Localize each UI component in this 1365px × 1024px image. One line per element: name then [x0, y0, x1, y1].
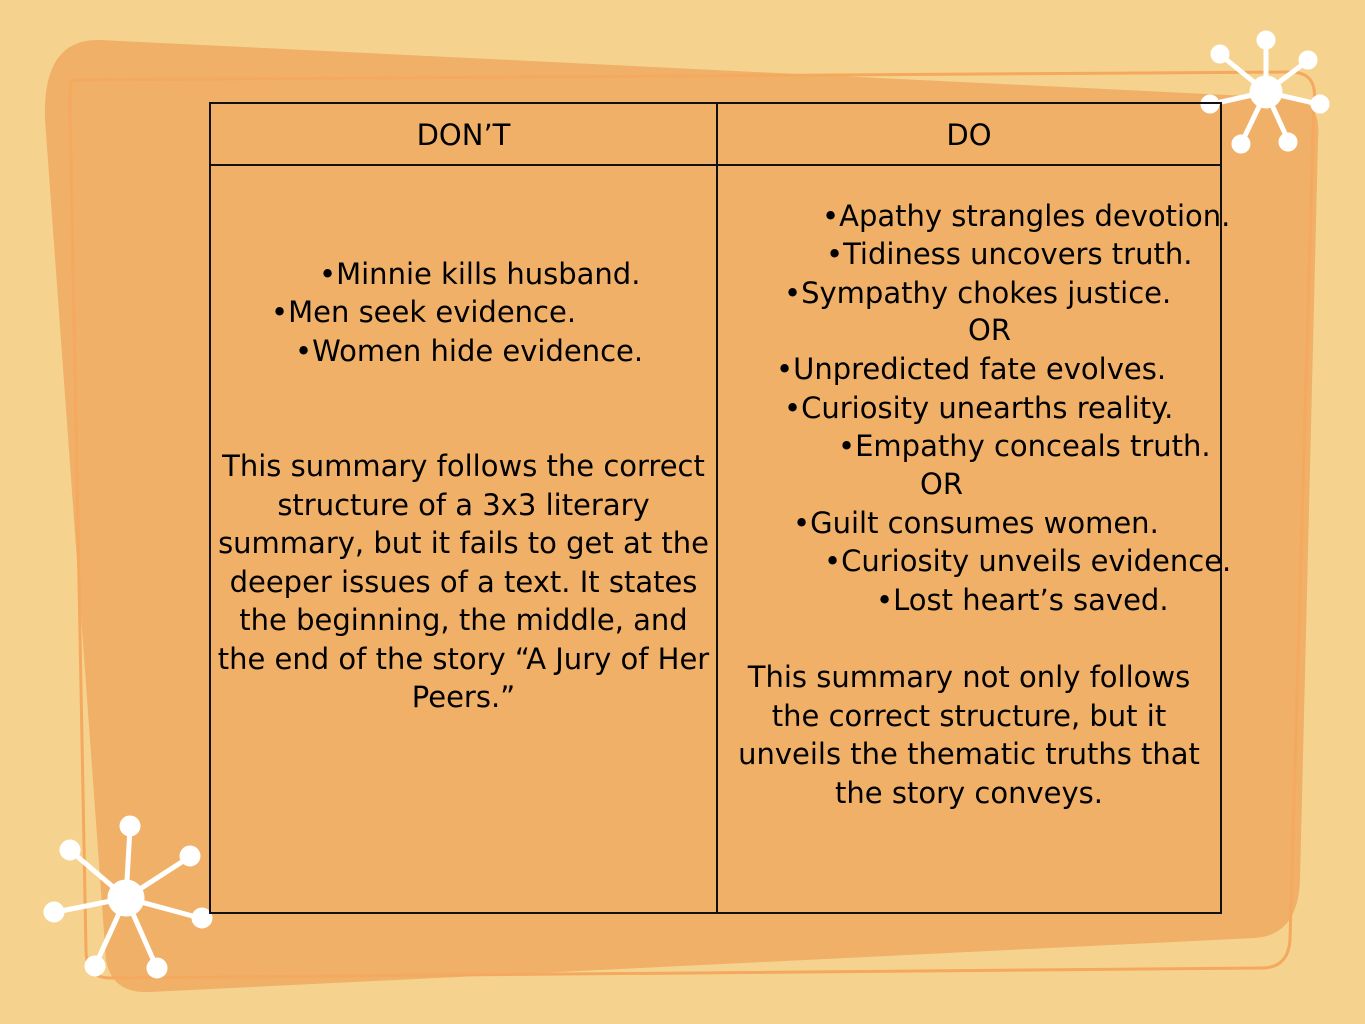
dont-explanation: This summary follows the correct structu…: [217, 449, 710, 714]
dont-bullet: •Women hide evidence.: [295, 334, 644, 368]
dont-bullet: •Minnie kills husband.: [319, 257, 641, 291]
starburst-icon: [43, 815, 213, 979]
orange-panel: [44, 39, 1319, 993]
do-line: •Apathy strangles devotion.: [822, 199, 1231, 233]
do-explanation: This summary not only follows the correc…: [738, 660, 1200, 810]
do-line: •Tidiness uncovers truth.: [826, 237, 1193, 271]
do-line: •Curiosity unearths reality.: [784, 391, 1174, 425]
do-or-separator: OR: [920, 467, 963, 501]
dont-bullet: •Men seek evidence.: [271, 295, 577, 329]
starburst-icon: [1200, 30, 1330, 154]
column-divider: [716, 104, 718, 912]
comparison-table: DON’T DO •Minnie kills husband. •Men see…: [209, 102, 1231, 914]
do-cell: •Apathy strangles devotion. •Tidiness un…: [718, 166, 1231, 912]
do-line: •Guilt consumes women.: [793, 506, 1159, 540]
do-line: •Curiosity unveils evidence.: [824, 544, 1232, 578]
dont-header: DON’T: [416, 118, 511, 152]
do-line: •Lost heart’s saved.: [876, 583, 1169, 617]
orange-outline: [68, 70, 1316, 980]
do-line: •Unpredicted fate evolves.: [776, 352, 1167, 386]
do-or-separator: OR: [968, 313, 1011, 347]
dont-cell: •Minnie kills husband. •Men seek evidenc…: [211, 166, 716, 912]
do-line: •Sympathy chokes justice.: [784, 276, 1172, 310]
do-header: DO: [946, 118, 992, 152]
header-divider: [211, 164, 1220, 166]
do-line: •Empathy conceals truth.: [838, 429, 1211, 463]
